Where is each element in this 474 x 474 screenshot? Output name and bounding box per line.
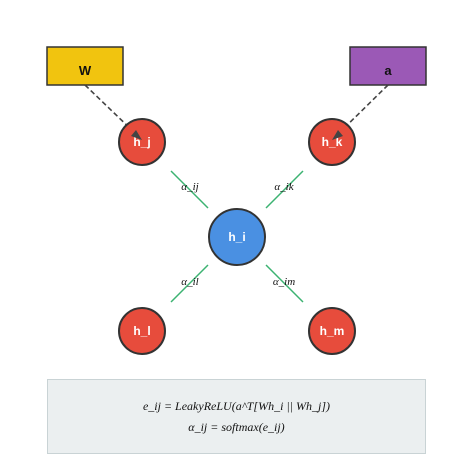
edge-label-il: α_il — [181, 276, 198, 288]
formula-attention-softmax: α_ij = softmax(e_ij) — [188, 419, 285, 434]
weight-box — [46, 46, 124, 86]
node-h-i-label: h_i — [228, 230, 245, 244]
node-h-m — [308, 307, 356, 355]
attention-vector-box-label: a — [384, 63, 392, 78]
formula-box: e_ij = LeakyReLU(a^T[Wh_i || Wh_j]) α_ij… — [47, 379, 426, 454]
arrowhead-w — [131, 130, 142, 140]
edge-j-i — [170, 170, 209, 209]
formula-attention-score: e_ij = LeakyReLU(a^T[Wh_i || Wh_j]) — [142, 398, 331, 413]
edge-l-i — [170, 264, 209, 303]
node-h-i — [208, 208, 266, 266]
node-h-m-label: h_m — [320, 324, 345, 338]
edge-m-i — [265, 264, 304, 303]
node-h-k — [308, 118, 356, 166]
attention-vector-box — [349, 46, 427, 86]
arrow-w-to-hj — [84, 84, 140, 138]
node-h-l-label: h_l — [133, 324, 150, 338]
edge-k-i — [265, 170, 304, 209]
arrow-a-to-hk — [334, 84, 389, 138]
edge-label-im: α_im — [273, 276, 295, 288]
arrowhead-a — [332, 130, 343, 140]
node-h-k-label: h_k — [322, 135, 343, 149]
edge-label-ij: α_ij — [181, 181, 198, 193]
weight-box-label: W — [79, 63, 92, 78]
node-h-j-label: h_j — [133, 135, 150, 149]
node-h-j — [118, 118, 166, 166]
edge-label-ik: α_ik — [274, 181, 294, 193]
node-h-l — [118, 307, 166, 355]
